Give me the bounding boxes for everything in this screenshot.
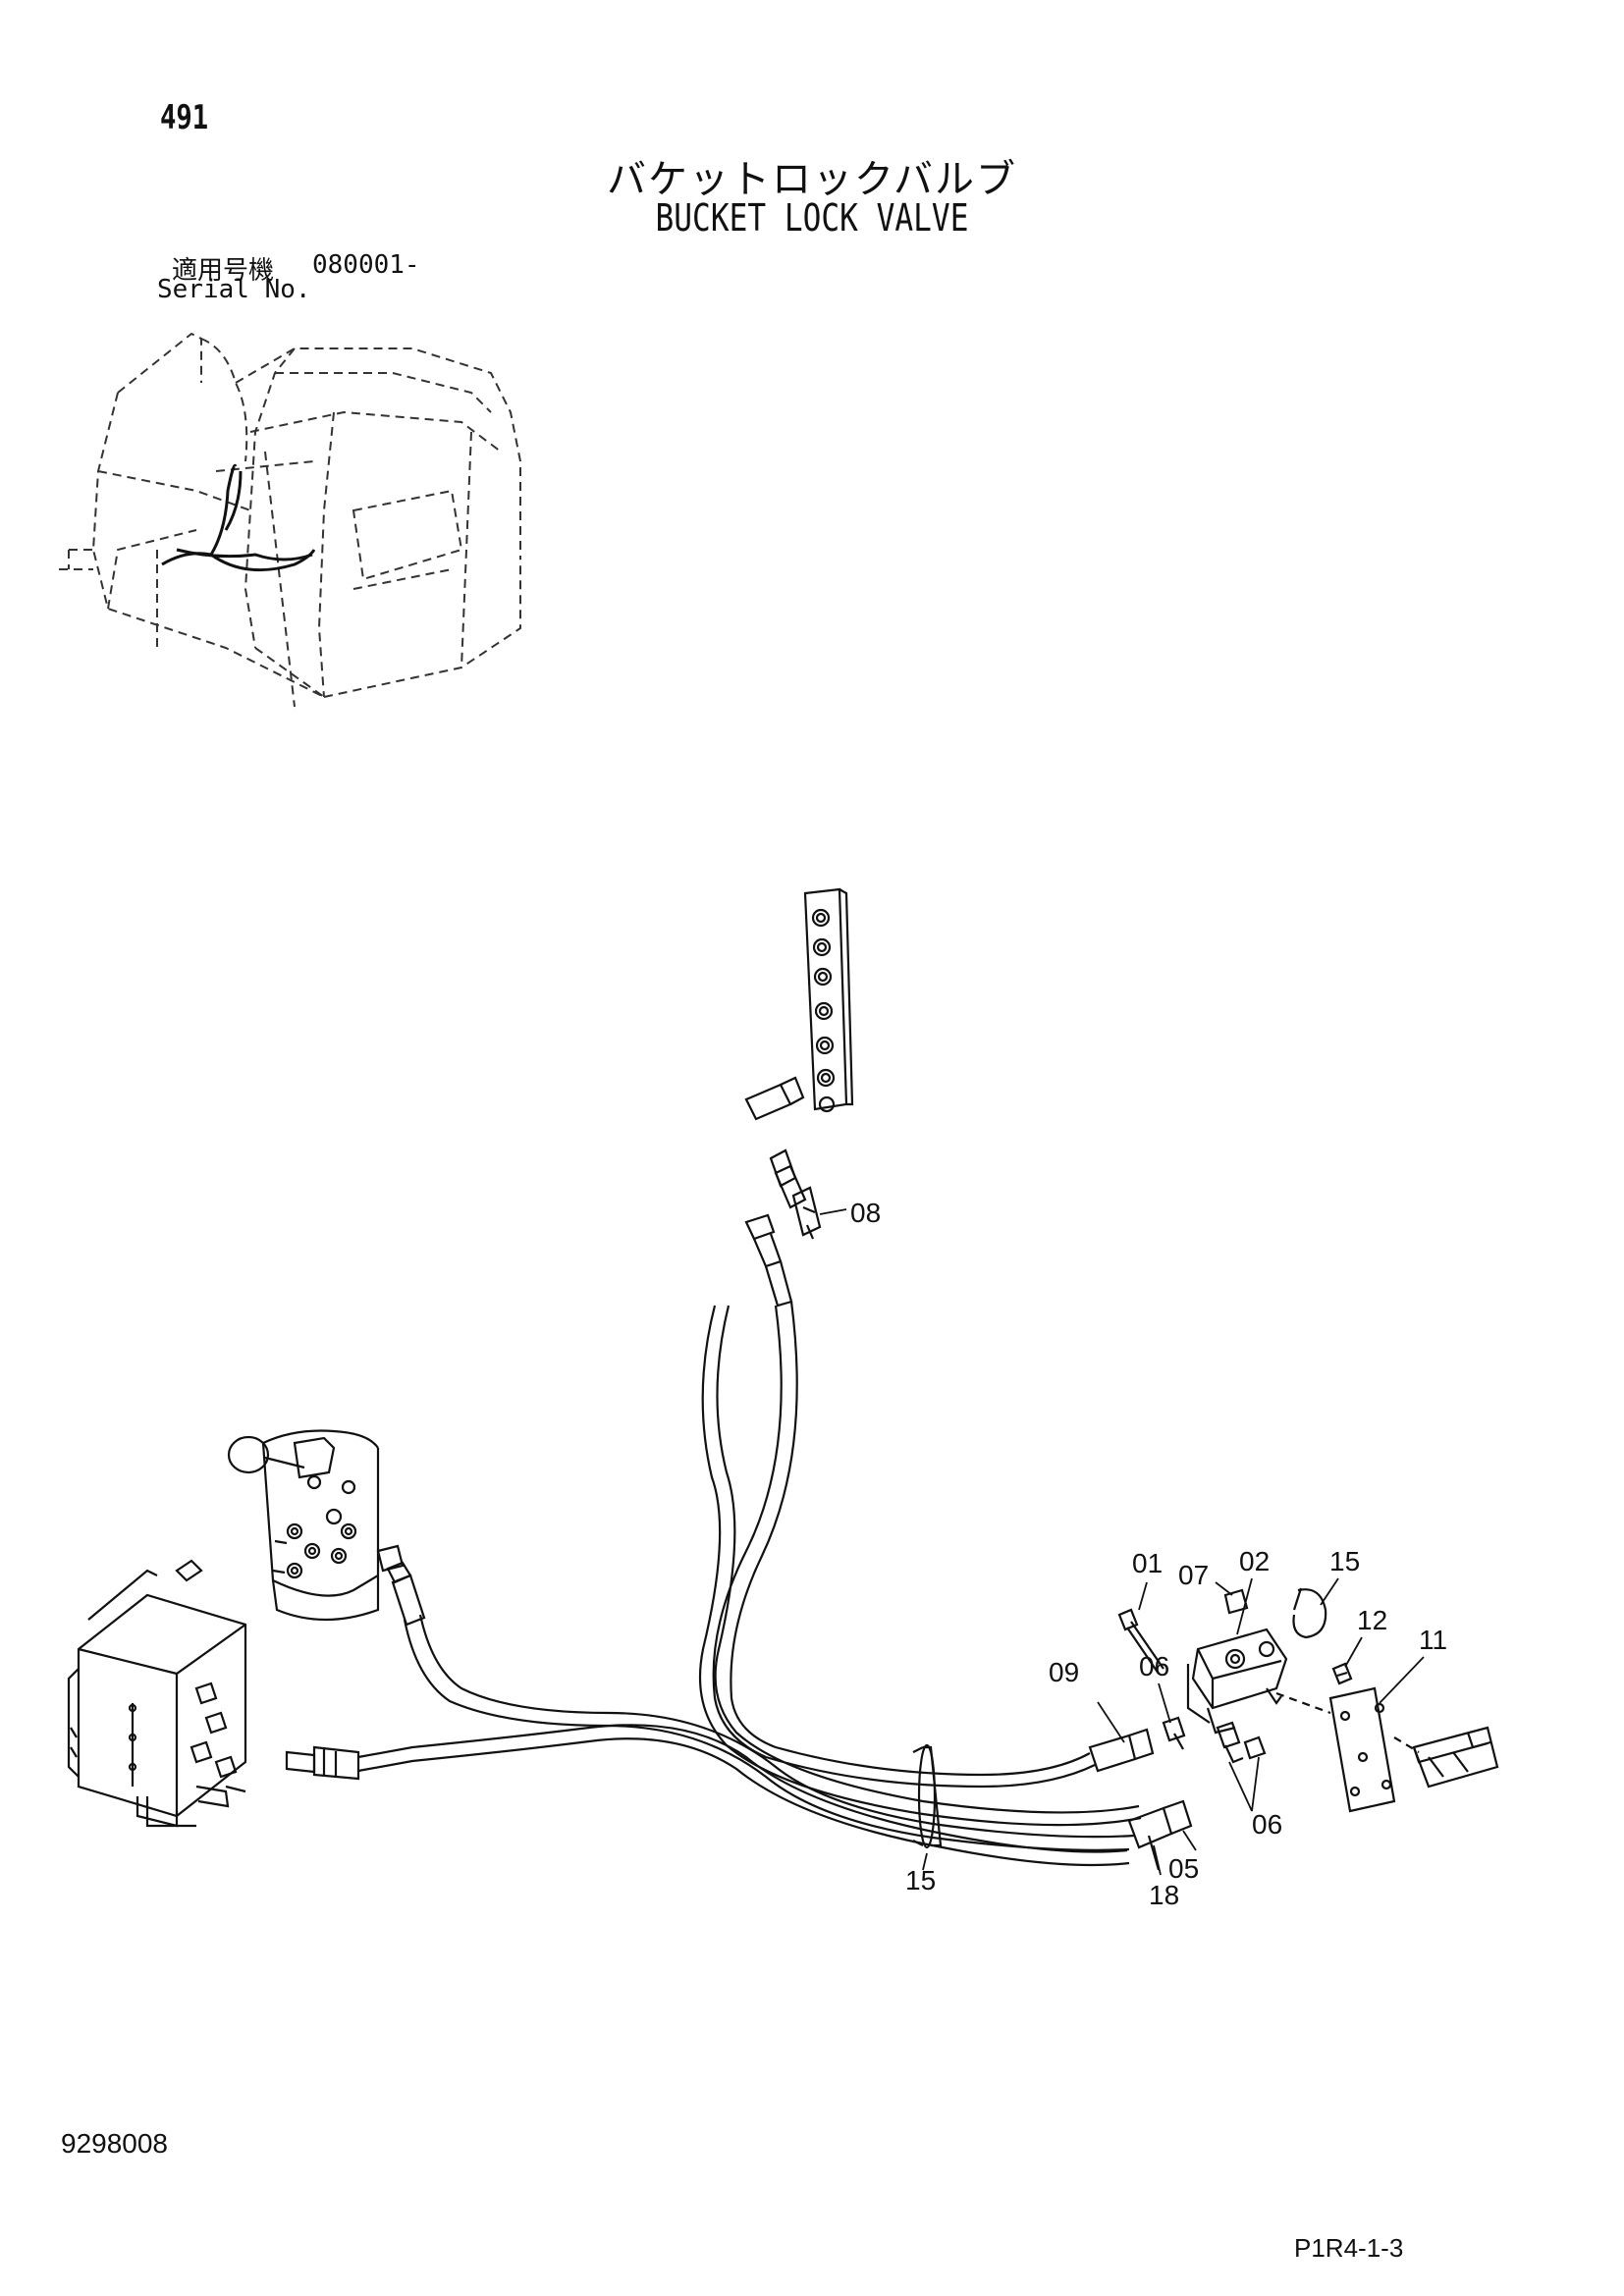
page-number: 491 xyxy=(160,98,209,137)
serial-label-english: Serial No. xyxy=(157,275,311,304)
pilot-valve xyxy=(227,1429,405,1622)
callout-15-upper: 15 xyxy=(1329,1546,1360,1576)
tee-fitting-08 xyxy=(774,1164,822,1240)
bucket-lock-valve-assembly xyxy=(1117,1587,1499,1813)
title-english: BUCKET LOCK VALVE xyxy=(655,196,969,240)
leader-lines xyxy=(819,1208,1425,1876)
page-code: P1R4-1-3 xyxy=(1294,2233,1404,2263)
callout-15-lower: 15 xyxy=(905,1865,936,1896)
callout-01: 01 xyxy=(1132,1548,1163,1578)
hose-lines xyxy=(285,1213,1193,1871)
callout-06-lower: 06 xyxy=(1252,1809,1282,1840)
title-japanese: バケットロックバルブ xyxy=(607,157,1017,202)
callout-labels: 08 01 07 02 15 12 11 09 06 06 15 05 18 xyxy=(850,1198,1447,1910)
callout-09: 09 xyxy=(1049,1657,1079,1687)
callout-06-upper: 06 xyxy=(1139,1651,1169,1682)
callout-12: 12 xyxy=(1357,1605,1387,1635)
machine-overview-sketch xyxy=(59,332,521,708)
harness-wiring-sketch xyxy=(161,463,316,572)
document-number: 9298008 xyxy=(61,2128,169,2159)
callout-08: 08 xyxy=(850,1198,881,1228)
callout-07: 07 xyxy=(1178,1560,1209,1590)
serial-value: 080001- xyxy=(312,250,420,280)
callout-05: 05 xyxy=(1168,1853,1199,1884)
callout-18: 18 xyxy=(1149,1880,1179,1910)
serial-label-japanese: 適用号機 xyxy=(172,256,275,286)
coupler-port-holes xyxy=(811,908,836,1113)
control-valve xyxy=(67,1559,247,1828)
coupler-block xyxy=(744,887,854,1188)
callout-02: 02 xyxy=(1239,1546,1270,1576)
callout-11: 11 xyxy=(1419,1625,1447,1655)
